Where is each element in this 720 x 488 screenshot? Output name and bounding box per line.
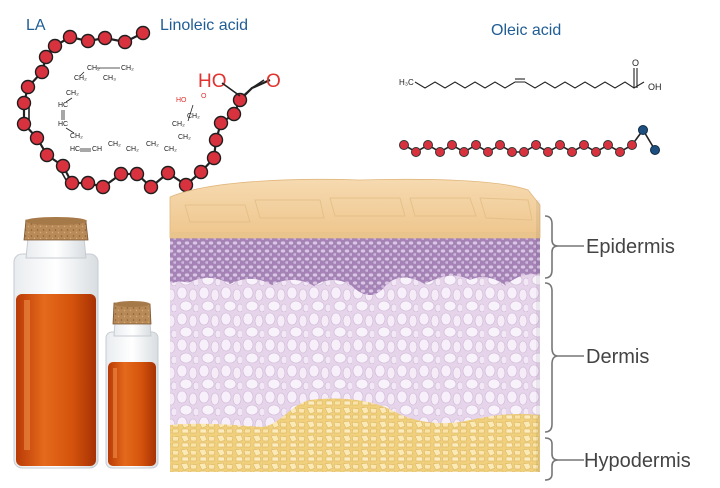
linoleic-structural-formula: CH₂ CH₂ CH₃ CH₂ CH₂ HC HC CH₂ HC CH CH₂ …: [58, 65, 207, 153]
oleic-h3c-label: H₃C: [399, 78, 414, 87]
skin-cross-section: [169, 178, 541, 472]
dermis-bracket: [544, 282, 559, 433]
oleic-acid-title: Oleic acid: [491, 22, 561, 39]
formula-ch2-b: CH₂: [121, 65, 134, 72]
epidermis-bracket: [544, 215, 559, 279]
carboxyl-o-label: O: [266, 71, 281, 92]
oleic-structural-formula: H₃C O OH: [399, 58, 662, 92]
small-oil-bottle: [105, 301, 159, 469]
formula-ho-small: HO: [176, 97, 187, 104]
oleic-ball-stick-model: [399, 125, 660, 157]
formula-ch2-i: CH₂: [164, 146, 177, 153]
dermis-layer: [170, 270, 540, 448]
hypodermis-label: Hypodermis: [584, 450, 691, 472]
oleic-o-label: O: [632, 58, 639, 68]
formula-hc-c: HC: [70, 146, 80, 153]
formula-ch2-d: CH₂: [66, 90, 79, 97]
linoleic-ball-stick-model: HO O: [16, 25, 281, 195]
linoleic-acid-title: Linoleic acid: [160, 17, 248, 34]
formula-ch2-g: CH₂: [126, 146, 139, 153]
formula-ch2-e: CH₂: [70, 133, 83, 140]
formula-ch3: CH₃: [103, 75, 116, 82]
formula-ch-a: CH: [92, 146, 102, 153]
formula-ch2-c: CH₂: [74, 75, 87, 82]
oleic-oh-label: OH: [648, 82, 662, 92]
formula-ch2-a: CH₂: [87, 65, 100, 72]
hypodermis-bracket: [544, 437, 559, 481]
dermis-label: Dermis: [586, 346, 649, 368]
formula-hc-b: HC: [58, 121, 68, 128]
formula-o-small: O: [201, 93, 207, 100]
hypodermis-layer: [170, 398, 540, 472]
layer-brackets: [544, 215, 584, 481]
formula-ch2-f: CH₂: [108, 141, 121, 148]
formula-hc-a: HC: [58, 102, 68, 109]
linoleic-carbon-atoms: [16, 25, 248, 195]
formula-ch2-k: CH₂: [172, 121, 185, 128]
formula-ch2-l: CH₂: [187, 113, 200, 120]
formula-ch2-h: CH₂: [146, 141, 159, 148]
epidermis-label: Epidermis: [586, 236, 675, 258]
large-oil-bottle: [13, 217, 99, 469]
carboxyl-ho-label: HO: [198, 71, 227, 92]
formula-ch2-j: CH₂: [178, 134, 191, 141]
skin-surface: [169, 178, 541, 239]
epidermis-layer: [170, 235, 540, 296]
la-label: LA: [26, 17, 46, 34]
